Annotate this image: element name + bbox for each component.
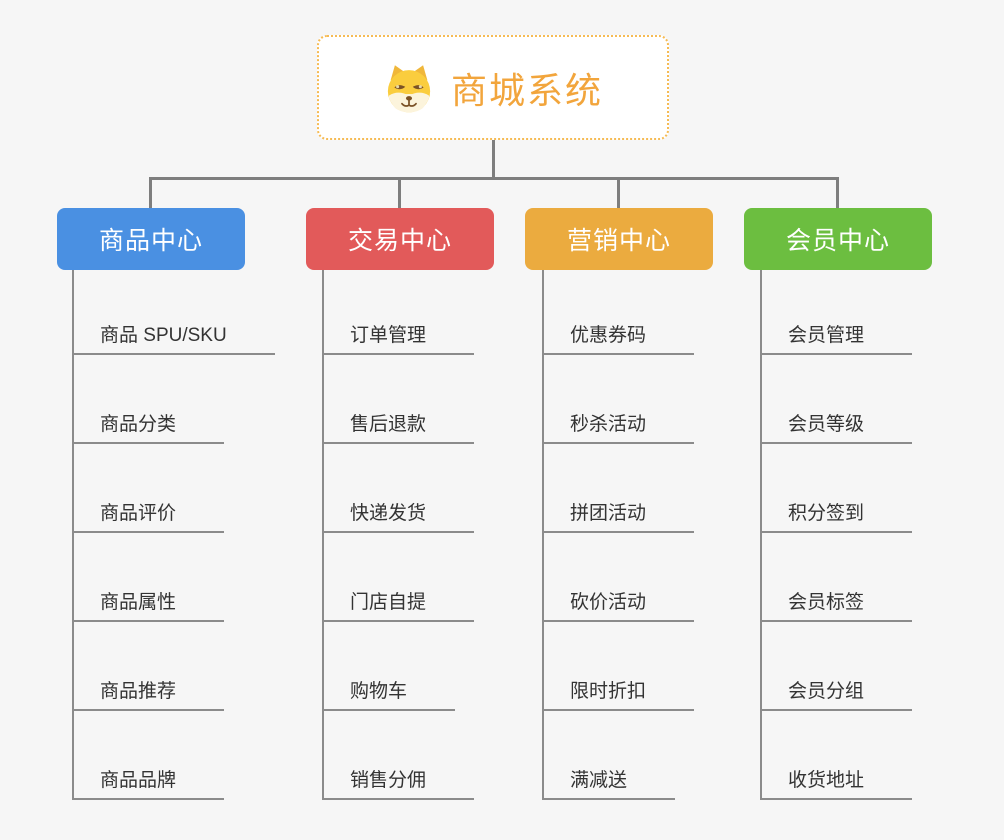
child-topic[interactable]: 秒杀活动 [542, 402, 695, 444]
branch-tree-line [760, 270, 762, 800]
root-title: 商城系统 [450, 69, 603, 111]
branch-tree-line [322, 270, 324, 800]
child-topic[interactable]: 商品品牌 [72, 758, 225, 800]
child-topic[interactable]: 商品属性 [72, 580, 225, 622]
child-topic[interactable]: 售后退款 [322, 402, 475, 444]
branch-node-product-center[interactable]: 商品中心 [57, 208, 245, 270]
child-topic[interactable]: 快递发货 [322, 491, 475, 533]
child-topic[interactable]: 购物车 [322, 669, 456, 711]
connector-drop-2 [398, 177, 401, 209]
branch-node-trade-center[interactable]: 交易中心 [306, 208, 494, 270]
branch-node-marketing-center[interactable]: 营销中心 [525, 208, 713, 270]
child-topic[interactable]: 砍价活动 [542, 580, 695, 622]
branch-label: 商品中心 [98, 227, 203, 255]
branch-tree-line [72, 270, 74, 800]
child-topic[interactable]: 商品推荐 [72, 669, 225, 711]
branch-label: 交易中心 [347, 227, 452, 255]
child-topic[interactable]: 会员管理 [760, 313, 913, 355]
branch-tree-line [542, 270, 544, 800]
connector-drop-4 [836, 177, 839, 209]
child-topic[interactable]: 收货地址 [760, 758, 913, 800]
branch-label: 营销中心 [566, 227, 671, 255]
connector-trunk [149, 177, 839, 180]
connector-root-stub [492, 139, 495, 179]
child-topic[interactable]: 拼团活动 [542, 491, 695, 533]
child-topic[interactable]: 商品 SPU/SKU [72, 313, 275, 355]
child-topic[interactable]: 销售分佣 [322, 758, 475, 800]
connector-drop-1 [149, 177, 152, 209]
child-topic[interactable]: 会员等级 [760, 402, 913, 444]
child-topic[interactable]: 门店自提 [322, 580, 475, 622]
root-node[interactable]: 商城系统 [317, 35, 669, 140]
child-topic[interactable]: 会员分组 [760, 669, 913, 711]
child-topic[interactable]: 会员标签 [760, 580, 913, 622]
child-topic[interactable]: 订单管理 [322, 313, 475, 355]
dog-face-icon [387, 64, 431, 112]
branch-label: 会员中心 [785, 227, 890, 255]
child-topic[interactable]: 满减送 [542, 758, 676, 800]
child-topic[interactable]: 商品分类 [72, 402, 225, 444]
child-topic[interactable]: 积分签到 [760, 491, 913, 533]
connector-drop-3 [617, 177, 620, 209]
child-topic[interactable]: 限时折扣 [542, 669, 695, 711]
branch-node-member-center[interactable]: 会员中心 [744, 208, 932, 270]
child-topic[interactable]: 优惠券码 [542, 313, 695, 355]
child-topic[interactable]: 商品评价 [72, 491, 225, 533]
